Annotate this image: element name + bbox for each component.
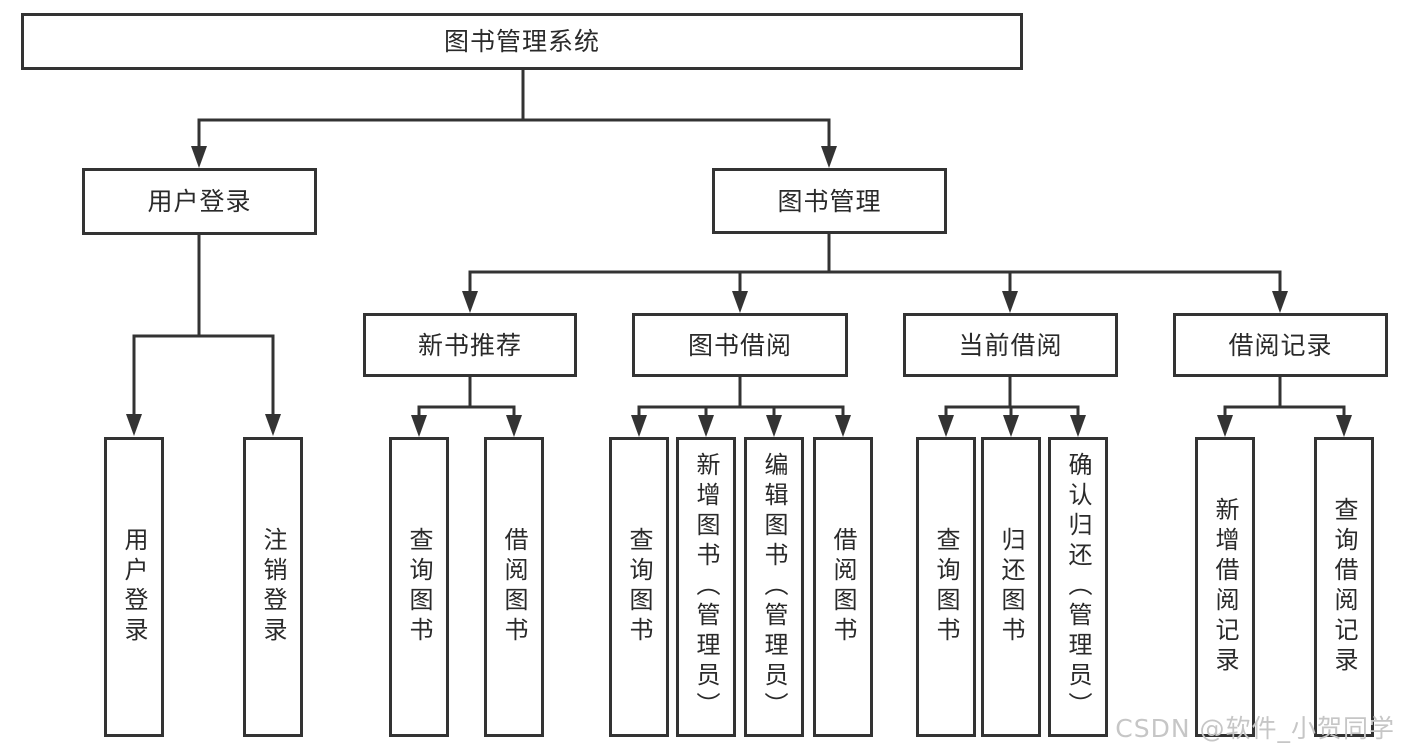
- leaf-query-borrow-record: 查询借阅记录: [1314, 437, 1374, 737]
- node-borrow-records: 借阅记录: [1173, 313, 1388, 377]
- leaf-query-books-current-label: 查询图书: [932, 527, 960, 647]
- leaf-query-books-borrow-label: 查询图书: [625, 527, 653, 647]
- leaf-edit-book-admin: 编辑图书（管理员）: [744, 437, 804, 737]
- leaf-query-books-newbooks-label: 查询图书: [405, 527, 433, 647]
- leaf-logout: 注销登录: [243, 437, 303, 737]
- leaf-query-borrow-record-label: 查询借阅记录: [1330, 497, 1358, 677]
- node-borrow-records-label: 借阅记录: [1228, 330, 1333, 360]
- leaf-query-books-borrow: 查询图书: [609, 437, 669, 737]
- node-new-book-recommend-label: 新书推荐: [417, 330, 522, 360]
- leaf-borrow-books-borrow: 借阅图书: [813, 437, 873, 737]
- leaf-borrow-books-newbooks-label: 借阅图书: [500, 527, 528, 647]
- node-current-borrow: 当前借阅: [903, 313, 1118, 377]
- leaf-add-borrow-record-label: 新增借阅记录: [1211, 497, 1239, 677]
- leaf-add-book-admin-label: 新增图书（管理员）: [692, 452, 720, 722]
- leaf-user-login-label: 用户登录: [120, 527, 148, 647]
- leaf-add-borrow-record: 新增借阅记录: [1195, 437, 1255, 737]
- leaf-edit-book-admin-label: 编辑图书（管理员）: [760, 452, 788, 722]
- leaf-borrow-books-newbooks: 借阅图书: [484, 437, 544, 737]
- csdn-watermark: CSDN @软件_小贺同学: [1115, 714, 1395, 743]
- node-book-management-label: 图书管理: [777, 186, 882, 216]
- node-new-book-recommend: 新书推荐: [363, 313, 577, 377]
- leaf-confirm-return-admin-label: 确认归还（管理员）: [1064, 452, 1092, 722]
- leaf-borrow-books-borrow-label: 借阅图书: [829, 527, 857, 647]
- node-root: 图书管理系统: [21, 13, 1023, 70]
- leaf-logout-label: 注销登录: [259, 527, 287, 647]
- node-root-label: 图书管理系统: [443, 27, 600, 56]
- leaf-return-books-label: 归还图书: [997, 527, 1025, 647]
- node-user-login: 用户登录: [82, 168, 317, 235]
- leaf-add-book-admin: 新增图书（管理员）: [676, 437, 736, 737]
- leaf-return-books: 归还图书: [981, 437, 1041, 737]
- leaf-confirm-return-admin: 确认归还（管理员）: [1048, 437, 1108, 737]
- node-current-borrow-label: 当前借阅: [958, 330, 1063, 360]
- node-user-login-label: 用户登录: [147, 187, 252, 216]
- leaf-query-books-newbooks: 查询图书: [389, 437, 449, 737]
- node-book-borrow-label: 图书借阅: [687, 330, 792, 360]
- node-book-management: 图书管理: [712, 168, 947, 234]
- leaf-user-login: 用户登录: [104, 437, 164, 737]
- node-book-borrow: 图书借阅: [632, 313, 848, 377]
- leaf-query-books-current: 查询图书: [916, 437, 976, 737]
